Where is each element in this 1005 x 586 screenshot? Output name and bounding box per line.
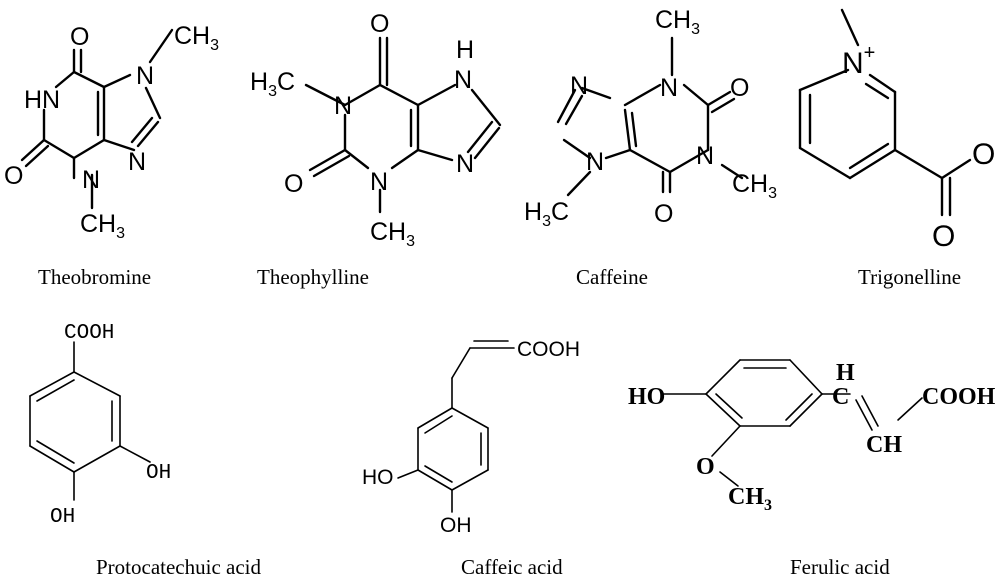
- theobromine-hn: HN: [24, 86, 60, 114]
- ferulic-ho: HO: [628, 384, 665, 410]
- theophylline-h3c: H3C: [250, 68, 295, 100]
- ferulic-bonds: [661, 359, 923, 487]
- theobromine-n-bottom: N: [82, 166, 100, 194]
- ferulic-oxygen: O: [696, 454, 715, 480]
- ferulic-c-top: C: [832, 384, 849, 410]
- theophylline-n-imid: N: [456, 150, 474, 178]
- theobromine-oxygen-left: O: [4, 162, 23, 190]
- trigonelline-n-plus: N+: [842, 42, 875, 80]
- caffeine-n-top: N: [660, 74, 678, 102]
- caffeine-bonds: [556, 36, 744, 197]
- caffeine-structure: CH3 N O N CH3 O N N H3C: [524, 6, 777, 230]
- caption-trigonelline: Trigonelline: [858, 265, 961, 289]
- theophylline-nh-n: N: [454, 66, 472, 94]
- ferulic-cooh: COOH: [922, 384, 996, 410]
- caffeine-n-imid-bottom: N: [586, 148, 604, 176]
- caffeic-structure: COOH HO OH: [362, 338, 580, 537]
- theophylline-n-left: N: [334, 92, 352, 120]
- ferulic-structure: HO H C CH COOH O CH3: [628, 359, 996, 514]
- theophylline-nh-h: H: [456, 36, 474, 64]
- caption-theobromine: Theobromine: [38, 265, 151, 289]
- caption-caffeic: Caffeic acid: [461, 555, 563, 579]
- caffeic-ho: HO: [362, 466, 394, 489]
- protocatechuic-oh-bottom: OH: [50, 506, 75, 529]
- caffeine-h3c: H3C: [524, 198, 569, 230]
- caption-protocatechuic: Protocatechuic acid: [96, 555, 262, 579]
- theobromine-structure: O HN O N N N CH3 CH3: [4, 22, 219, 242]
- trigonelline-oxygen-bottom: O: [932, 220, 955, 253]
- caffeine-oxygen-bottom: O: [654, 200, 673, 228]
- caffeine-ch3-right: CH3: [732, 170, 777, 202]
- caffeine-oxygen-right: O: [730, 74, 749, 102]
- theophylline-bonds: [304, 36, 502, 214]
- theobromine-bonds: [20, 28, 174, 210]
- trigonelline-oxygen-right: O: [972, 138, 995, 171]
- ferulic-ch3: CH3: [728, 484, 772, 514]
- caffeic-oh: OH: [440, 514, 472, 537]
- trigonelline-structure: N+ O O: [798, 8, 995, 253]
- caffeine-n-imid-top: N: [570, 72, 588, 100]
- theophylline-oxygen-top: O: [370, 10, 389, 38]
- theobromine-n-right: N: [136, 62, 154, 90]
- protocatechuic-bonds: [29, 341, 151, 501]
- ferulic-ch: CH: [866, 432, 902, 458]
- theophylline-ch3: CH3: [370, 218, 415, 250]
- protocatechuic-oh-right: OH: [146, 462, 171, 485]
- protocatechuic-cooh: COOH: [64, 322, 114, 345]
- caption-theophylline: Theophylline: [257, 265, 369, 289]
- protocatechuic-structure: COOH OH OH: [29, 322, 171, 529]
- theophylline-structure: O H3C N O N CH3 N H N: [250, 10, 502, 250]
- theobromine-oxygen-top: O: [70, 23, 89, 51]
- caffeic-cooh: COOH: [517, 338, 580, 361]
- caption-ferulic: Ferulic acid: [790, 555, 890, 579]
- ferulic-h-top: H: [836, 360, 855, 386]
- theophylline-oxygen-left: O: [284, 170, 303, 198]
- caffeic-bonds: [397, 340, 515, 513]
- theobromine-n-imid: N: [128, 148, 146, 176]
- caffeine-ch3-top: CH3: [655, 6, 700, 38]
- theobromine-ch3-bottom: CH3: [80, 210, 125, 242]
- caption-caffeine: Caffeine: [576, 265, 648, 289]
- theophylline-n-bottom: N: [370, 168, 388, 196]
- caffeine-n-right: N: [696, 142, 714, 170]
- theobromine-ch3-top: CH3: [174, 22, 219, 54]
- trigonelline-bonds: [798, 8, 972, 217]
